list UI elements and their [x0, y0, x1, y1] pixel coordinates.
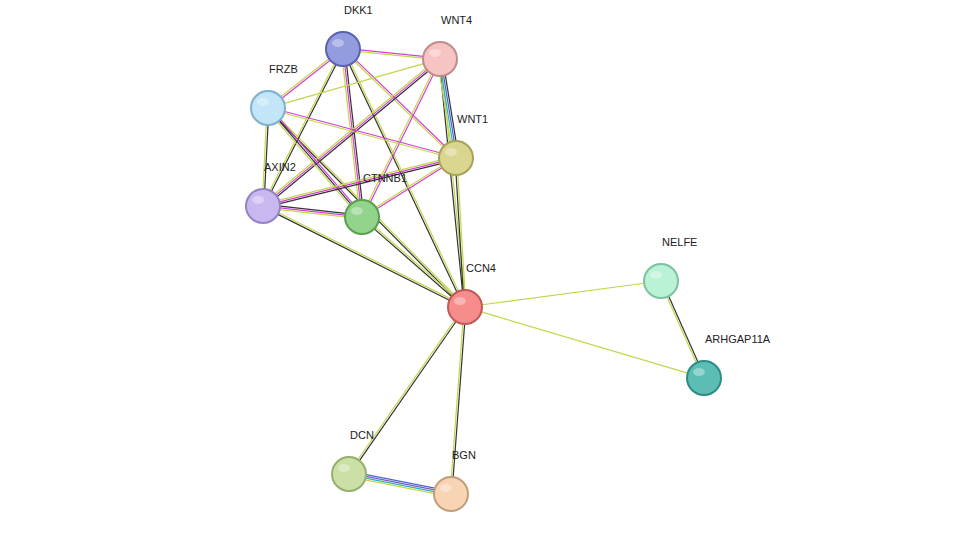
node-disc [251, 91, 285, 125]
evidence-line [440, 76, 451, 141]
protein-name: ARHGAP11A [705, 333, 770, 346]
evidence-line [481, 312, 687, 373]
node-disc [326, 32, 360, 66]
node-circle [643, 263, 679, 299]
protein-node: ARHGAP11A [686, 360, 722, 396]
node-highlight [445, 148, 457, 156]
evidence-line [365, 480, 434, 493]
evidence-line [279, 121, 452, 296]
node-highlight [429, 49, 441, 57]
evidence-line [280, 208, 345, 215]
node-circle [331, 456, 367, 492]
interaction-edge [365, 475, 435, 494]
protein-node: DCN [331, 456, 367, 492]
node-disc [687, 361, 721, 395]
evidence-line [374, 229, 451, 297]
node-highlight [693, 368, 705, 376]
evidence-line [284, 64, 423, 104]
protein-node: BGN [433, 476, 469, 512]
evidence-line [279, 160, 439, 200]
node-highlight [252, 196, 264, 204]
protein-name: DKK1 [344, 4, 373, 17]
evidence-line [442, 76, 453, 141]
node-circle [344, 199, 380, 235]
node-circle [433, 476, 469, 512]
evidence-line [458, 175, 465, 290]
interaction-edge [667, 296, 698, 363]
evidence-line [277, 71, 428, 196]
evidence-line [669, 296, 698, 362]
node-circle [447, 289, 483, 325]
protein-name: BGN [452, 449, 476, 462]
protein-name: CTNNB1 [363, 172, 407, 185]
protein-name: CCN4 [466, 262, 496, 275]
node-circle [686, 360, 722, 396]
node-circle [245, 188, 281, 224]
node-highlight [440, 484, 452, 492]
interaction-edge [374, 228, 453, 297]
evidence-line [366, 475, 435, 488]
protein-name: DCN [350, 429, 374, 442]
node-circle [325, 31, 361, 67]
interaction-edge [279, 119, 453, 295]
protein-name: NELFE [662, 236, 697, 249]
interaction-edge [284, 64, 423, 104]
interaction-edge [360, 50, 423, 58]
interaction-edge [456, 175, 465, 290]
node-circle [438, 140, 474, 176]
node-circle [250, 90, 286, 126]
protein-name: WNT1 [457, 113, 488, 126]
evidence-line [443, 76, 465, 290]
protein-node: AXIN2 [245, 188, 281, 224]
evidence-line [360, 52, 423, 59]
protein-node: DKK1 [325, 31, 361, 67]
evidence-line [366, 476, 435, 489]
node-disc [246, 189, 280, 223]
node-highlight [257, 98, 269, 106]
node-disc [332, 457, 366, 491]
node-disc [439, 141, 473, 175]
node-highlight [332, 39, 344, 47]
node-circle [422, 41, 458, 77]
protein-node: NELFE [643, 263, 679, 299]
node-disc [434, 477, 468, 511]
evidence-line [281, 119, 454, 294]
node-highlight [351, 207, 363, 215]
evidence-line [284, 113, 439, 154]
node-highlight [338, 464, 350, 472]
node-highlight [454, 297, 466, 305]
evidence-line [375, 228, 452, 296]
interaction-edge [284, 112, 440, 155]
evidence-line [482, 283, 644, 305]
evidence-line [359, 321, 456, 460]
protein-name: WNT4 [441, 14, 472, 27]
protein-name: FRZB [269, 63, 298, 76]
evidence-line [667, 297, 696, 363]
evidence-line [456, 175, 463, 290]
protein-name: AXIN2 [264, 161, 296, 174]
evidence-line [285, 112, 440, 153]
protein-node: WNT4 [422, 41, 458, 77]
node-disc [448, 290, 482, 324]
interaction-edge [280, 206, 346, 217]
evidence-line [263, 125, 266, 189]
interaction-edge [482, 283, 644, 305]
interaction-edge [441, 76, 464, 290]
evidence-line [280, 206, 345, 213]
evidence-line [366, 478, 435, 491]
evidence-line [280, 210, 345, 217]
node-disc [423, 42, 457, 76]
protein-node: FRZB [250, 90, 286, 126]
node-highlight [650, 271, 662, 279]
node-disc [345, 200, 379, 234]
protein-node: WNT1 [438, 140, 474, 176]
interaction-edge [481, 312, 687, 373]
evidence-line [441, 76, 463, 290]
protein-node: CTNNB1 [344, 199, 380, 235]
interaction-edge [440, 75, 456, 141]
interaction-edge [263, 125, 268, 189]
protein-node: CCN4 [447, 289, 483, 325]
node-disc [644, 264, 678, 298]
